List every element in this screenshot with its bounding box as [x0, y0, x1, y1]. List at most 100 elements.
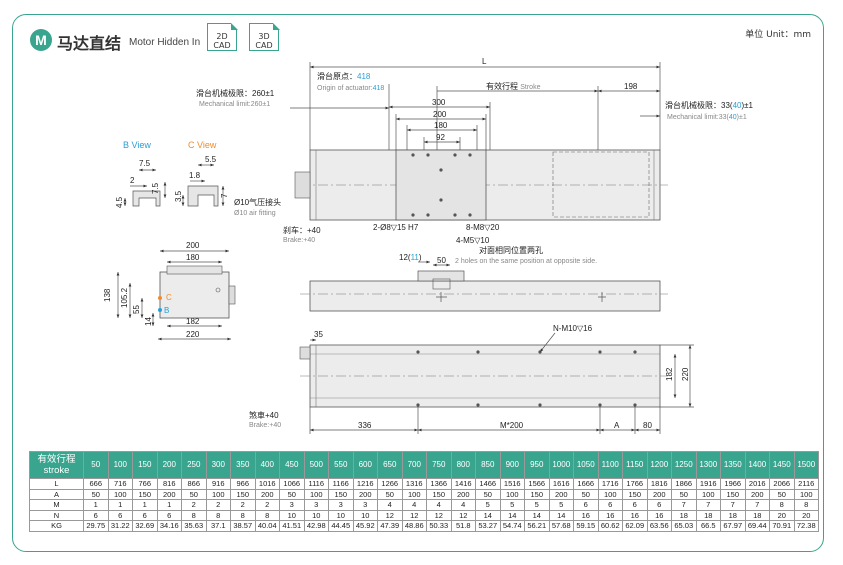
- table-cell: 4: [426, 499, 452, 511]
- table-cell: 10: [352, 509, 378, 521]
- svg-text:2: 2: [130, 176, 135, 185]
- table-cell: 1116: [303, 478, 329, 490]
- table-cell: 14: [524, 509, 550, 521]
- stroke-cell: 250: [181, 451, 207, 479]
- stroke-cell: 1200: [646, 451, 672, 479]
- table-cell: 8: [254, 509, 280, 521]
- table-cell: 7: [671, 499, 697, 511]
- table-cell: 1366: [426, 478, 452, 490]
- table-cell: 1416: [450, 478, 476, 490]
- table-cell: 1816: [646, 478, 672, 490]
- origin-cn: 滑台原点：418: [317, 71, 371, 81]
- table-cell: 150: [720, 488, 746, 500]
- table-cell: 150: [524, 488, 550, 500]
- table-cell: 8: [205, 509, 231, 521]
- table-cell: 7: [744, 499, 770, 511]
- table-cell: 150: [622, 488, 648, 500]
- table-cell: 2: [254, 499, 280, 511]
- table-cell: 12: [377, 509, 403, 521]
- table-cell: 200: [548, 488, 574, 500]
- svg-text:138: 138: [103, 288, 112, 302]
- table-cell: 16: [622, 509, 648, 521]
- table-cell: 6: [573, 499, 599, 511]
- stroke-cell: 500: [303, 451, 329, 479]
- table-cell: 14: [548, 509, 574, 521]
- table-cell: 966: [230, 478, 256, 490]
- brake-cn: 刹车：+40: [283, 225, 321, 235]
- table-cell: 18: [671, 509, 697, 521]
- table-cell: 1716: [597, 478, 623, 490]
- mech-limit-right-en: Mechanical limit:33(40)±1: [667, 114, 747, 121]
- stroke-cell: 1300: [695, 451, 721, 479]
- stroke-cell: 150: [132, 451, 158, 479]
- table-cell: 1266: [377, 478, 403, 490]
- table-cell: 1: [83, 499, 109, 511]
- table-cell: 12: [450, 509, 476, 521]
- table-cell: 200: [646, 488, 672, 500]
- table-cell: 6: [107, 509, 133, 521]
- table-cell: 59.15: [573, 520, 599, 532]
- table-cell: 18: [695, 509, 721, 521]
- table-cell: 5: [524, 499, 550, 511]
- table-cell: 47.39: [377, 520, 403, 532]
- table-cell: 50: [475, 488, 501, 500]
- table-cell: 6: [597, 499, 623, 511]
- table-cell: 150: [132, 488, 158, 500]
- air-fitting-en: Ø10 air fitting: [234, 210, 276, 217]
- table-cell: 50: [671, 488, 697, 500]
- table-cell: 6: [132, 509, 158, 521]
- dim-12: 12(11): [399, 253, 422, 262]
- svg-text:35: 35: [314, 330, 323, 339]
- table-cell: 6: [83, 509, 109, 521]
- table-cell: 50: [573, 488, 599, 500]
- svg-text:M*200: M*200: [500, 421, 524, 430]
- table-cell: 150: [230, 488, 256, 500]
- svg-text:1.8: 1.8: [189, 171, 201, 180]
- row-label: M: [29, 499, 84, 511]
- stroke-cell: 450: [279, 451, 305, 479]
- table-cell: 50: [279, 488, 305, 500]
- table-cell: 816: [156, 478, 182, 490]
- air-fitting-cn: Ø10气压接头: [234, 197, 281, 207]
- table-cell: 1: [132, 499, 158, 511]
- table-cell: 57.68: [548, 520, 574, 532]
- stroke-cell: 700: [401, 451, 427, 479]
- table-cell: 100: [499, 488, 525, 500]
- hole-callout-2: 8-M8▽20: [466, 223, 500, 232]
- table-cell: 4: [401, 499, 427, 511]
- table-cell: 8: [793, 499, 819, 511]
- table-cell: 5: [499, 499, 525, 511]
- table-cell: 666: [83, 478, 109, 490]
- brake2-cn: 煞車+40: [249, 410, 279, 420]
- table-cell: 3: [279, 499, 305, 511]
- dim-198: 198: [624, 82, 638, 91]
- table-cell: 1866: [671, 478, 697, 490]
- table-cell: 66.5: [695, 520, 721, 532]
- table-cell: 34.16: [156, 520, 182, 532]
- dim-L: L: [482, 57, 487, 66]
- table-cell: 1766: [622, 478, 648, 490]
- stroke-cell: 600: [352, 451, 378, 479]
- table-cell: 70.91: [769, 520, 795, 532]
- table-cell: 1: [107, 499, 133, 511]
- table-cell: 1316: [401, 478, 427, 490]
- table-cell: 18: [744, 509, 770, 521]
- title-en: Motor Hidden In: [129, 37, 201, 48]
- table-cell: 100: [401, 488, 427, 500]
- title-cn: 马达直结: [57, 34, 122, 53]
- hole-callout-1: 2-Ø8▽15 H7: [373, 223, 419, 232]
- stroke-cell: 1000: [548, 451, 574, 479]
- svg-text:336: 336: [358, 421, 372, 430]
- unit-label: 单位 Unit：mm: [745, 30, 811, 40]
- stroke-cell: 1500: [793, 451, 819, 479]
- table-cell: 1466: [475, 478, 501, 490]
- table-cell: 38.57: [230, 520, 256, 532]
- table-cell: 60.62: [597, 520, 623, 532]
- svg-text:4.5: 4.5: [115, 196, 124, 208]
- table-cell: 3: [303, 499, 329, 511]
- svg-text:182: 182: [665, 367, 674, 381]
